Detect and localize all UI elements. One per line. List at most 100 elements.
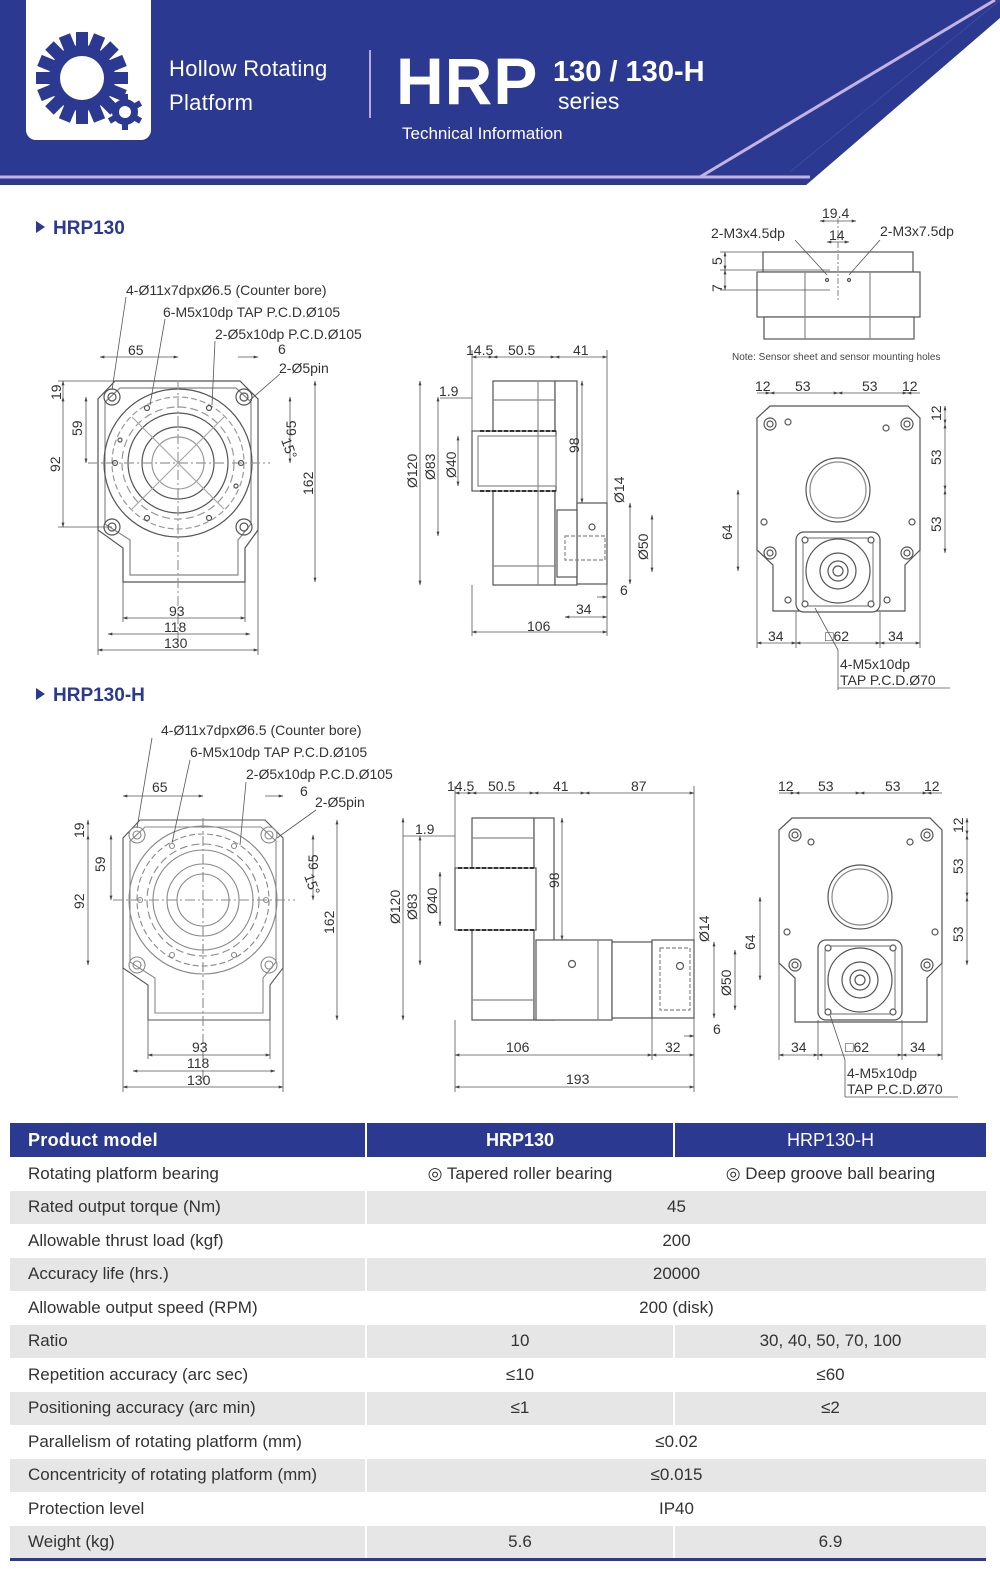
hrp130-front-dims	[58, 296, 317, 655]
row-label: Accuracy life (hrs.)	[10, 1257, 366, 1291]
dim-118: 118	[164, 619, 187, 635]
dim-34-a: 34	[768, 628, 784, 644]
dim-6: 6	[300, 783, 308, 799]
dim-12-a: 12	[778, 778, 794, 794]
cell-hrp130h: ≤60	[673, 1358, 986, 1392]
cell-shared: 20000	[365, 1257, 986, 1291]
dim-106: 106	[527, 618, 551, 634]
cell-hrp130: ≤10	[365, 1358, 674, 1392]
dim-106: 106	[506, 1039, 530, 1055]
dim-65-side: 65	[283, 420, 299, 436]
dim-98: 98	[566, 437, 582, 453]
callout-tap-pcd: TAP P.C.D.Ø70	[840, 672, 936, 688]
hrp130-sensor-labels: 19.4 14 2-M3x4.5dp 2-M3x7.5dp 5 7 Note: …	[709, 205, 954, 363]
dim-14-5: 14.5	[466, 342, 493, 358]
dim-dia-14: Ø14	[611, 476, 627, 503]
triangle-icon	[36, 687, 45, 700]
tech-info-label: Technical Information	[402, 124, 563, 143]
row-label: Positioning accuracy (arc min)	[10, 1391, 366, 1425]
hrp130h-front-dims	[86, 737, 339, 1092]
cell-hrp130h: ≤2	[673, 1391, 986, 1425]
table-row: Protection level IP40	[10, 1492, 986, 1526]
hrp130-sensor-dims	[720, 219, 881, 291]
dim-12-side: 12	[928, 405, 944, 421]
dim-34-b: 34	[888, 628, 904, 644]
brand-title: HRP	[396, 44, 539, 118]
hrp130-rear-labels: 12 53 53 12 12 53 53 64 34 □62 34 4-M5x1…	[719, 378, 944, 688]
dim-53-b: 53	[885, 778, 901, 794]
header-divider	[369, 50, 371, 118]
dim-53-a: 53	[818, 778, 834, 794]
callout-counterbore: 4-Ø11x7dpxØ6.5 (Counter bore)	[126, 282, 327, 298]
series-label: series	[558, 88, 620, 114]
callout-m3x4-5: 2-M3x4.5dp	[711, 225, 785, 241]
table-row: Allowable thrust load (kgf) 200	[10, 1224, 986, 1258]
dim-162: 162	[300, 471, 316, 495]
dim-130: 130	[164, 635, 188, 651]
callout-tap: 6-M5x10dp TAP P.C.D.Ø105	[163, 304, 340, 320]
table-row: Weight (kg) 5.6 6.9	[10, 1525, 986, 1561]
gear-icon	[36, 32, 143, 130]
dim-53-side-a: 53	[928, 449, 944, 465]
dim-1-9: 1.9	[439, 383, 459, 399]
dim-19: 19	[48, 384, 64, 400]
dim-15deg: 15°	[278, 436, 300, 461]
dim-dia-83: Ø83	[404, 893, 420, 920]
subtitle-line-2: Platform	[169, 90, 254, 115]
table-row: Accuracy life (hrs.) 20000	[10, 1257, 986, 1291]
header-hrp130h: HRP130-H	[674, 1123, 986, 1157]
hrp130h-rear-dims	[758, 791, 969, 1098]
dim-53-b: 53	[862, 378, 878, 394]
model-title: 130 / 130-H	[553, 56, 705, 88]
row-label: Allowable thrust load (kgf)	[28, 1230, 224, 1250]
row-label: Rated output torque (Nm)	[10, 1190, 366, 1224]
cell-shared: ≤0.02	[365, 1425, 986, 1459]
row-label: Ratio	[10, 1324, 366, 1358]
cell-shared: 200	[365, 1224, 986, 1258]
page-header: Hollow Rotating Platform HRP 130 / 130-H…	[0, 0, 1000, 190]
hrp130h-front-view	[113, 818, 295, 1080]
dim-dia-50: Ø50	[635, 533, 651, 560]
callout-pin-holes: 2-Ø5x10dp P.C.D.Ø105	[246, 766, 393, 782]
dim-162: 162	[321, 910, 337, 934]
callout-tap-m5: 4-M5x10dp	[847, 1065, 917, 1081]
section-title-hrp130h: HRP130-H	[36, 685, 145, 707]
technical-drawings: 4-Ø11x7dpxØ6.5 (Counter bore) 6-M5x10dp …	[47, 205, 969, 1098]
row-label: Rotating platform bearing	[28, 1163, 219, 1183]
cell-shared: 45	[365, 1190, 986, 1224]
subtitle-line-1: Hollow Rotating	[169, 56, 328, 81]
dim-53-side-a: 53	[950, 858, 966, 874]
dim-19: 19	[71, 822, 87, 838]
table-row: Rated output torque (Nm) 45	[10, 1190, 986, 1224]
dim-7: 7	[709, 284, 725, 292]
row-label: Allowable output speed (RPM)	[28, 1297, 258, 1317]
dim-34-side: 34	[576, 601, 592, 617]
cell-hrp130h: ◎ Deep groove ball bearing	[673, 1157, 986, 1191]
header-hrp130: HRP130	[366, 1123, 675, 1157]
dim-53-side-b: 53	[928, 516, 944, 532]
dim-64: 64	[742, 934, 758, 950]
dim-14-sensor: 14	[829, 227, 845, 243]
table-row: Ratio 10 30, 40, 50, 70, 100	[10, 1324, 986, 1358]
row-label: Repetition accuracy (arc sec)	[28, 1364, 249, 1384]
row-label: Parallelism of rotating platform (mm)	[28, 1431, 302, 1451]
hrp130-front-labels: 4-Ø11x7dpxØ6.5 (Counter bore) 6-M5x10dp …	[47, 282, 362, 651]
dim-6: 6	[278, 341, 286, 357]
dim-53-side-b: 53	[950, 926, 966, 942]
table-row: Positioning accuracy (arc min) ≤1 ≤2	[10, 1391, 986, 1425]
callout-tap-m5: 4-M5x10dp	[840, 656, 910, 672]
hrp130-side-labels: 14.5 50.5 41 1.9 Ø120 Ø83 Ø40 98 Ø14 Ø50…	[404, 342, 651, 634]
sensor-note: Note: Sensor sheet and sensor mounting h…	[732, 352, 940, 363]
hrp130h-rear-labels: 12 53 53 12 12 53 53 64 34 □62 34 4-M5x1…	[742, 778, 966, 1097]
dim-dia-40: Ø40	[424, 887, 440, 914]
dim-193: 193	[566, 1071, 590, 1087]
callout-tap-pcd: TAP P.C.D.Ø70	[847, 1081, 943, 1097]
dim-12-b: 12	[902, 378, 918, 394]
dim-1-9: 1.9	[415, 821, 435, 837]
cell-hrp130: 5.6	[365, 1525, 674, 1561]
dim-dia-83: Ø83	[422, 453, 438, 480]
dim-dia-120: Ø120	[387, 890, 403, 924]
cell-hrp130h: 6.9	[673, 1525, 986, 1561]
header-product-model: Product model	[10, 1123, 367, 1157]
dim-41: 41	[573, 342, 589, 358]
